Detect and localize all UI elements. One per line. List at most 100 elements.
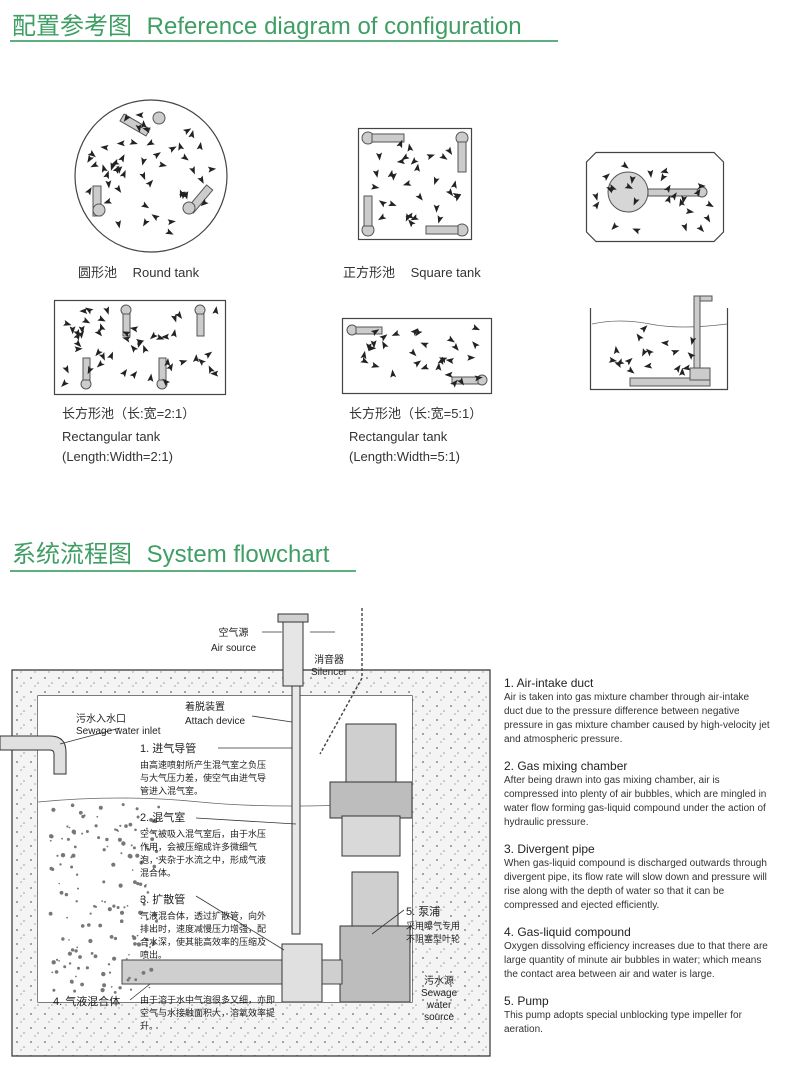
flow-arrow-icon	[639, 325, 648, 334]
flow-arrow-icon	[690, 336, 697, 346]
flow-arrow-icon	[681, 222, 687, 232]
bubble-dot	[70, 803, 75, 808]
bubble-dot	[66, 837, 70, 841]
flow-arrow-icon	[150, 331, 158, 340]
bubble-dot	[142, 902, 146, 906]
flow-arrow-icon	[471, 324, 481, 331]
flow-arrow-icon	[415, 192, 423, 201]
bubble-dot	[98, 923, 103, 928]
bubble-dot	[94, 824, 98, 828]
bubble-dot	[49, 866, 54, 871]
flow-arrow-icon	[682, 364, 691, 371]
flow-arrow-icon	[196, 141, 203, 151]
desc-text: Oxygen dissolving efficiency increases d…	[504, 941, 768, 980]
bubble-dot	[136, 815, 140, 819]
rect-tank-2-1-caption: 长方形池（长:宽=2:1） Rectangular tank (Length:W…	[62, 404, 195, 467]
flow-arrow-icon	[624, 357, 633, 366]
flow-arrow-icon	[611, 222, 620, 231]
bubble-dot	[113, 991, 117, 994]
flow-arrow-icon	[437, 356, 444, 366]
bubble-dot	[102, 983, 107, 988]
flow-arrow-icon	[663, 184, 671, 194]
flow-arrow-icon	[601, 173, 610, 181]
config-section-title: 配置参考图 Reference diagram of configuration	[12, 6, 522, 41]
flow-arrow-icon	[123, 113, 131, 122]
desc-pump: 5. Pump This pump adopts special unblock…	[504, 994, 770, 1037]
flow-arrow-icon	[382, 340, 389, 350]
bubble-dot	[135, 853, 140, 858]
bubble-dot	[148, 986, 151, 989]
bubble-dot	[145, 944, 148, 948]
flow-arrow-icon	[78, 325, 85, 334]
flow-arrow-icon	[98, 352, 105, 361]
bubble-dot	[67, 951, 72, 956]
flow-arrow-icon	[107, 351, 114, 361]
bubble-dot	[87, 923, 91, 927]
bubble-dot	[85, 830, 89, 833]
flow-title-cn: 系统流程图	[12, 541, 132, 568]
bubble-dot	[136, 942, 139, 945]
bubble-dot	[119, 919, 124, 923]
flow-arrow-icon	[687, 352, 696, 360]
bubble-dot	[61, 837, 63, 840]
sewage-source-label: 污水源 Sewage water source	[421, 976, 457, 1024]
rect-5-1-caption-cn: 长方形池（长:宽=5:1）	[349, 406, 483, 421]
bubble-dot	[52, 988, 56, 992]
system-flowchart-drawing	[0, 608, 491, 1057]
flow-title-underline	[10, 570, 356, 572]
bubble-dot	[131, 869, 134, 871]
bubble-dot	[140, 898, 143, 901]
desc-title: 2. Gas mixing chamber	[504, 759, 628, 773]
bubble-dot	[132, 936, 137, 940]
bubble-dot	[56, 854, 59, 857]
flow-arrow-icon	[360, 356, 369, 364]
flow-arrow-icon	[378, 213, 387, 221]
bubble-dot	[104, 900, 106, 903]
flow-arrow-icon	[114, 184, 122, 193]
source-en-3: source	[424, 1012, 455, 1023]
flow-arrow-icon	[642, 348, 649, 357]
flow-arrow-icon	[453, 194, 462, 202]
flow-arrow-icon	[119, 169, 126, 179]
flow-arrow-icon	[636, 333, 644, 342]
flow-arrow-icon	[145, 179, 154, 188]
flow-arrow-icon	[140, 201, 150, 209]
flow-arrow-icon	[624, 182, 634, 189]
bubble-dot	[54, 970, 59, 974]
flow-arrow-icon	[178, 142, 185, 151]
desc-text: This pump adopts special unblocking type…	[504, 1010, 742, 1035]
flow-arrow-icon	[467, 354, 476, 361]
bubble-dot	[80, 924, 85, 928]
flow-arrow-icon	[210, 370, 219, 377]
bubble-dot	[118, 883, 123, 888]
inlet-en: Sewage water inlet	[76, 726, 161, 737]
desc-gas-chamber: 2. Gas mixing chamber After being drawn …	[504, 759, 770, 830]
flow-arrow-icon	[170, 313, 177, 323]
silencer-cn: 消音器	[314, 655, 345, 666]
bubble-dot	[124, 824, 128, 828]
bubble-dot	[76, 946, 79, 949]
bubble-dot	[73, 845, 77, 849]
bubble-dot	[145, 827, 148, 830]
flow-arrow-icon	[697, 183, 706, 190]
bubble-dot	[128, 976, 131, 980]
flow-arrow-icon	[360, 350, 367, 360]
flow-arrow-icon	[162, 378, 171, 387]
flow-arrow-icon	[646, 348, 654, 357]
callout-air-duct: 1. 进气导管 由高速喷射所产生混气室之负压与大气压力差，使空气由进气导管进入混…	[140, 743, 268, 798]
flow-arrow-icon	[669, 192, 677, 201]
flow-arrow-icon	[118, 154, 125, 163]
flow-arrow-icon	[407, 143, 414, 152]
bubble-dot	[66, 916, 68, 919]
flow-arrow-icon	[130, 344, 139, 353]
attach-device-label: 着脱装置 Attach device	[185, 702, 245, 728]
bubble-dot	[70, 948, 75, 952]
flow-arrow-icon	[85, 307, 94, 315]
flow-arrow-icon	[164, 358, 171, 367]
flow-arrow-icon	[681, 195, 688, 204]
flow-arrow-icon	[401, 153, 410, 161]
flow-arrow-icon	[90, 161, 99, 168]
bubble-dot	[51, 960, 56, 965]
config-title-underline	[10, 40, 558, 42]
flow-arrow-icon	[629, 175, 636, 184]
